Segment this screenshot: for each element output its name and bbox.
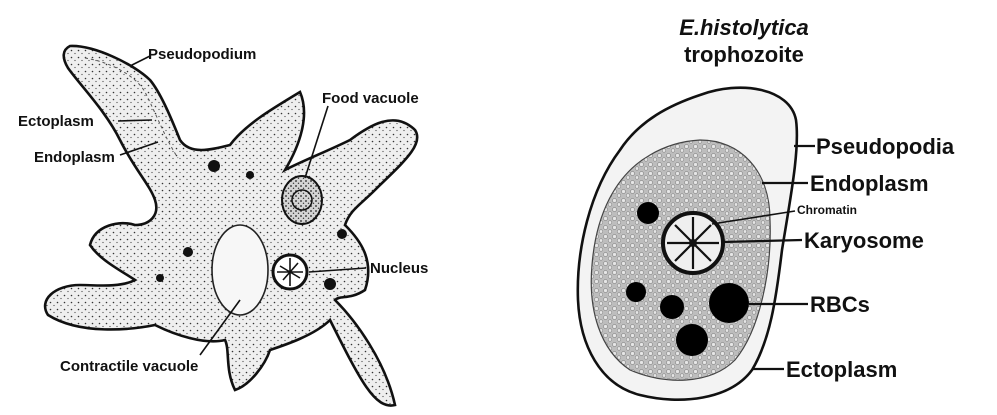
label-karyosome: Karyosome <box>804 228 924 253</box>
label-food-vacuole: Food vacuole <box>322 90 419 107</box>
trophozoite-illustration <box>578 88 797 400</box>
rbc <box>676 324 708 356</box>
title-species: E.histolytica <box>679 15 809 40</box>
label-nucleus: Nucleus <box>370 260 428 277</box>
label-pseudopodia: Pseudopodia <box>816 134 955 159</box>
label-contractile-vacuole: Contractile vacuole <box>60 358 198 375</box>
contractile-vacuole <box>212 225 268 315</box>
label-pseudopodium: Pseudopodium <box>148 46 256 63</box>
label-ectoplasm-right: Ectoplasm <box>786 357 897 382</box>
label-chromatin: Chromatin <box>797 203 857 217</box>
label-ectoplasm-left: Ectoplasm <box>18 113 94 130</box>
food-vacuole <box>282 176 322 224</box>
label-endoplasm-right: Endoplasm <box>810 171 929 196</box>
title-stage: trophozoite <box>684 42 804 67</box>
rbc <box>637 202 659 224</box>
rbc <box>660 295 684 319</box>
label-endoplasm-left: Endoplasm <box>34 149 115 166</box>
label-rbcs: RBCs <box>810 292 870 317</box>
rbc <box>626 282 646 302</box>
rbc <box>709 283 749 323</box>
